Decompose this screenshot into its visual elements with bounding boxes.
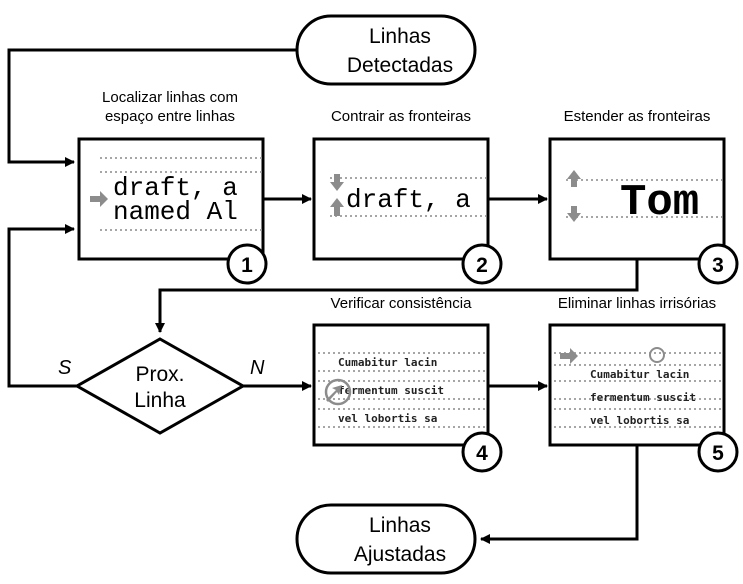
step-3-sample: Tom <box>620 178 699 228</box>
step-4-box: Verificar consistência Cumabitur lacin f… <box>312 295 503 473</box>
decision-no-label: N <box>250 357 265 379</box>
terminal-detected-lines: Linhas Detectadas <box>295 14 477 86</box>
step-1-caption-line-2: espaço entre linhas <box>105 108 235 125</box>
decision-label-line-2: Linha <box>134 389 186 412</box>
diagonal-arrow-marker-icon <box>326 385 342 402</box>
step-5-sample-line-2: fermentum suscit <box>590 391 696 404</box>
right-arrow-marker-icon <box>90 191 108 207</box>
step-4-badge: 4 <box>461 431 503 473</box>
step-3-caption: Estender as fronteiras <box>564 108 711 125</box>
spurious-line-circle-icon <box>649 347 665 363</box>
connector-step5-to-terminal <box>480 445 639 544</box>
contract-up-arrow-icon <box>330 198 344 216</box>
decision-next-line: Prox. Linha <box>73 337 247 435</box>
step-3-box: Estender as fronteiras Tom 3 <box>548 108 739 285</box>
step-2-number: 2 <box>476 254 488 277</box>
terminal-bottom-line-1: Linhas <box>369 514 431 537</box>
step-5-sample-line-1: Cumabitur lacin <box>590 368 689 381</box>
step-5-number: 5 <box>712 442 724 465</box>
connector-terminal-to-step1 <box>7 48 297 167</box>
step-4-sample-line-2: fermentum suscit <box>338 384 444 397</box>
step-1-box: Localizar linhas com espaço entre linhas… <box>77 89 268 285</box>
step-5-box: Eliminar linhas irrisórias Cumabitur lac… <box>548 295 739 473</box>
connector-decision-yes-to-step1 <box>7 224 77 388</box>
decision-yes-label: S <box>58 357 72 379</box>
terminal-top-line-2: Detectadas <box>347 54 453 77</box>
step-5-caption: Eliminar linhas irrisórias <box>558 295 716 312</box>
step-1-sample-line-2: named Al <box>113 197 238 227</box>
terminal-adjusted-lines: Linhas Ajustadas <box>295 503 477 575</box>
step-4-sample-line-3: vel lobortis sa <box>338 412 437 425</box>
step-1-caption-line-1: Localizar linhas com <box>102 89 238 106</box>
step-3-number: 3 <box>712 254 724 277</box>
decision-label-line-1: Prox. <box>135 363 184 386</box>
step-2-box: Contrair as fronteiras draft, a 2 <box>312 108 503 285</box>
step-1-badge: 1 <box>226 243 268 285</box>
terminal-top-line-1: Linhas <box>369 25 431 48</box>
extend-up-arrow-icon <box>567 170 581 187</box>
right-arrow-marker-icon <box>560 348 578 364</box>
contract-down-arrow-icon <box>330 174 344 191</box>
step-3-badge: 3 <box>697 243 739 285</box>
step-2-badge: 2 <box>461 243 503 285</box>
step-2-sample-line-1: draft, a <box>346 185 471 215</box>
step-2-caption: Contrair as fronteiras <box>331 108 471 125</box>
step-4-sample-line-1: Cumabitur lacin <box>338 356 437 369</box>
step-1-number: 1 <box>241 254 253 277</box>
step-5-sample-line-3: vel lobortis sa <box>590 414 689 427</box>
consistency-check-circle-icon <box>324 378 352 406</box>
step-1-sample-line-1: draft, a <box>113 173 238 203</box>
step-5-badge: 5 <box>697 431 739 473</box>
step-4-number: 4 <box>476 442 488 465</box>
terminal-bottom-line-2: Ajustadas <box>354 543 446 566</box>
extend-down-arrow-icon <box>567 206 581 222</box>
connector-step3-to-decision <box>155 259 639 333</box>
step-4-caption: Verificar consistência <box>331 295 473 312</box>
